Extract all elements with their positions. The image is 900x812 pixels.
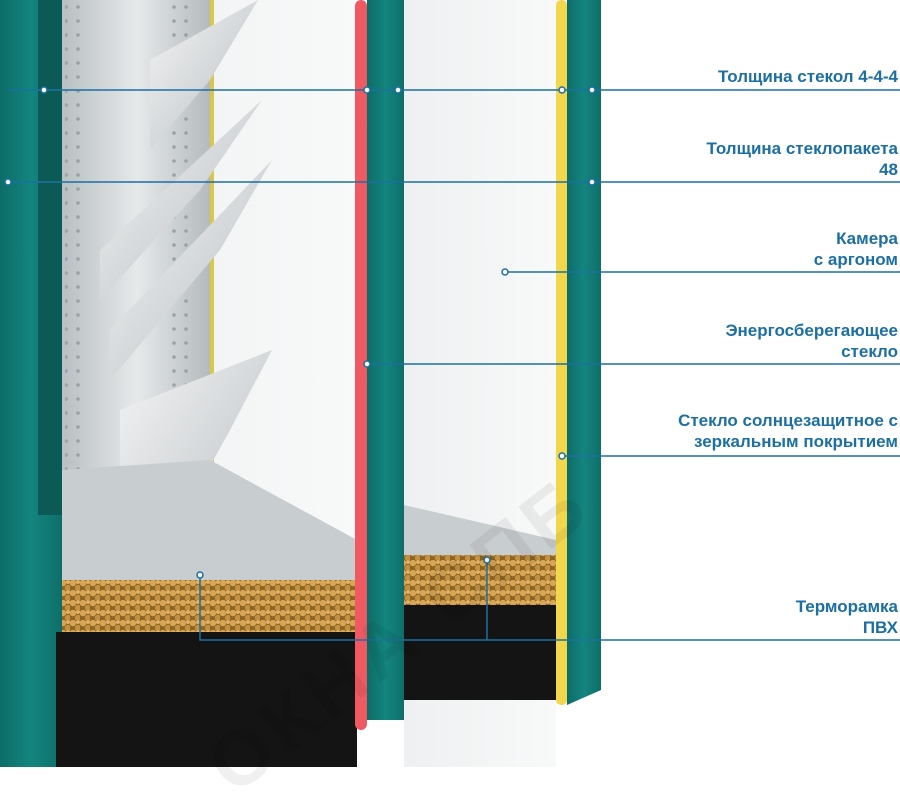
outer-glass-edge-left: [38, 0, 62, 515]
leader-thermal-frame: [199, 575, 900, 641]
blade-3: [110, 160, 272, 380]
desiccant-left: [62, 580, 357, 632]
desiccant-right: [404, 555, 556, 605]
label-energy-saving-line1: Энергосберегающее: [725, 321, 898, 340]
blade-1: [150, 0, 258, 150]
seal-left: [56, 632, 357, 767]
blade-2: [100, 100, 262, 300]
label-solar-control-line2: зеркальным покрытием: [693, 432, 898, 451]
middle-glass-pane: [367, 0, 404, 720]
label-unit-thickness: Толщина стеклопакета 48: [707, 138, 898, 180]
label-unit-thickness-line2: 48: [879, 160, 898, 179]
leader-lines: [4, 86, 900, 641]
label-glass-thickness-line1: Толщина стекол 4-4-4: [717, 67, 898, 86]
label-unit-thickness-line1: Толщина стеклопакета: [706, 139, 898, 158]
label-thermal-frame: Терморамка ПВХ: [796, 596, 898, 638]
mirror-coating: [556, 0, 567, 705]
outer-glass-pane-right: [567, 0, 601, 705]
label-thermal-frame-line2: ПВХ: [862, 618, 898, 637]
mirror-edge-strip: [210, 0, 214, 520]
label-solar-control-line1: Стекло солнцезащитное с: [678, 411, 898, 430]
label-argon-chamber-line2: с аргоном: [813, 250, 898, 269]
label-energy-saving: Энергосберегающее стекло: [725, 320, 898, 362]
label-thermal-frame-line1: Терморамка: [795, 597, 898, 616]
spacer-perforation-left: [65, 0, 83, 560]
label-argon-chamber-line1: Камера: [836, 229, 898, 248]
label-glass-thickness: Толщина стекол 4-4-4: [718, 66, 898, 87]
label-energy-saving-line2: стекло: [841, 342, 898, 361]
label-solar-control: Стекло солнцезащитное с зеркальным покры…: [678, 410, 898, 452]
glazing-unit-diagram: [0, 0, 900, 767]
seal-right: [404, 605, 556, 700]
spacer-floor-right: [404, 505, 556, 560]
spacer-floor-left: [62, 460, 357, 585]
label-argon-chamber: Камера с аргоном: [814, 228, 898, 270]
